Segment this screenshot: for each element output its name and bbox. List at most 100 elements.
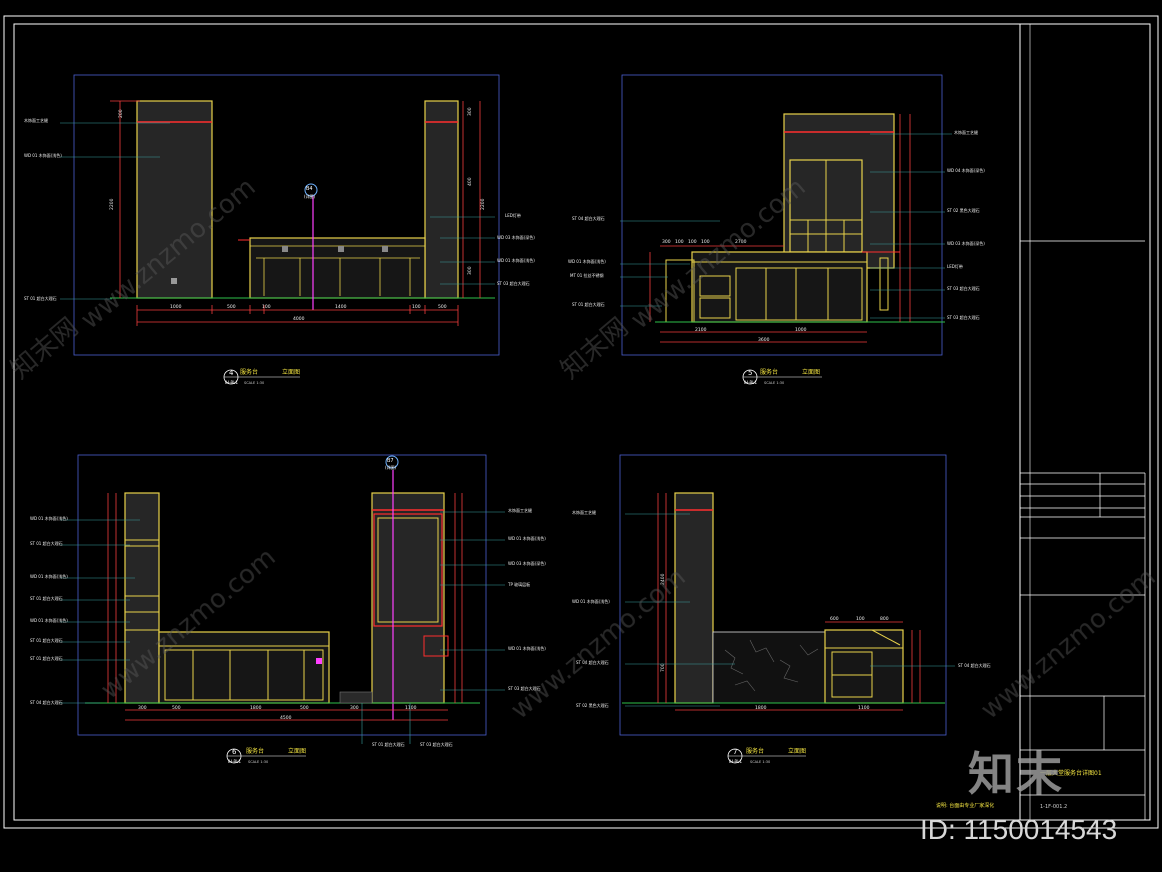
svg-text:500: 500	[438, 304, 447, 310]
svg-text:木饰面工艺缝: 木饰面工艺缝	[954, 129, 978, 135]
svg-text:立面图: 立面图	[788, 747, 806, 755]
watermark-id: ID: 1150014543	[920, 814, 1118, 845]
svg-text:ST 03 超白大理石: ST 03 超白大理石	[947, 285, 980, 291]
svg-text:100: 100	[688, 239, 697, 245]
svg-text:100: 100	[856, 616, 865, 622]
sheet-note: 说明: 台面由专业厂家深化	[936, 802, 994, 809]
tall-panel-6	[371, 492, 445, 704]
svg-text:服务台: 服务台	[760, 368, 778, 376]
svg-text:IH-BL1: IH-BL1	[744, 380, 757, 385]
svg-text:2400: 2400	[660, 573, 666, 585]
svg-text:LED灯带: LED灯带	[505, 212, 521, 218]
svg-text:2700: 2700	[735, 239, 747, 245]
svg-text:800: 800	[880, 616, 889, 622]
svg-text:4500: 4500	[280, 715, 292, 721]
svg-text:ST 02 黑色大理石: ST 02 黑色大理石	[947, 207, 980, 213]
svg-text:立面图: 立面图	[288, 747, 306, 755]
svg-text:立面图: 立面图	[802, 368, 820, 376]
svg-text:(详图): (详图)	[304, 193, 316, 199]
svg-text:B7: B7	[387, 458, 394, 464]
elevation-view-7: 1800 1100 600 100 800 2400 700 木饰面工艺缝 WD…	[572, 454, 991, 764]
marble-panel-7	[712, 631, 826, 704]
svg-text:500: 500	[172, 705, 181, 711]
viewport-7	[619, 454, 947, 736]
svg-text:SCALE 1:30: SCALE 1:30	[248, 760, 268, 764]
svg-text:1000: 1000	[170, 304, 182, 310]
svg-text:100: 100	[675, 239, 684, 245]
svg-text:TP 玻璃层板: TP 玻璃层板	[507, 581, 530, 587]
svg-text:WD 03 木饰面(深色): WD 03 木饰面(深色)	[508, 560, 546, 566]
svg-text:1000: 1000	[795, 327, 807, 333]
svg-text:服务台: 服务台	[240, 368, 258, 376]
svg-text:ST 04 超白大理石: ST 04 超白大理石	[576, 659, 609, 665]
drawing-title: 一层大堂服务台详图01	[1040, 769, 1102, 777]
svg-text:ST 03 超白大理石: ST 03 超白大理石	[947, 314, 980, 320]
svg-text:SCALE 1:30: SCALE 1:30	[764, 381, 784, 385]
svg-text:2200: 2200	[480, 198, 486, 210]
svg-text:WD 03 木饰面(深色): WD 03 木饰面(深色)	[947, 240, 985, 246]
svg-text:6: 6	[232, 748, 237, 756]
svg-text:ST 01 超白大理石: ST 01 超白大理石	[30, 595, 63, 601]
svg-text:LED灯带: LED灯带	[947, 263, 963, 269]
counter-5	[691, 251, 868, 323]
tall-panel-7	[674, 492, 714, 704]
elevation-view-4: B4 (详图) 1000 500 100 1400 100 500 4000 2…	[24, 74, 535, 385]
svg-text:2200: 2200	[109, 198, 115, 210]
svg-text:300: 300	[467, 107, 473, 116]
svg-text:ST 01 超白大理石: ST 01 超白大理石	[572, 301, 605, 307]
tall-cabinet-5	[783, 113, 895, 269]
svg-text:ST 04 超白大理石: ST 04 超白大理石	[30, 699, 63, 705]
svg-text:1800: 1800	[755, 705, 767, 711]
svg-text:立面图: 立面图	[282, 368, 300, 376]
svg-text:ST 02 黑色大理石: ST 02 黑色大理石	[576, 702, 609, 708]
watermark-logo: 知末	[968, 747, 1064, 801]
svg-text:ST 03 超白大理石: ST 03 超白大理石	[508, 685, 541, 691]
svg-text:1100: 1100	[405, 705, 417, 711]
svg-text:木饰面工艺缝: 木饰面工艺缝	[508, 507, 532, 513]
svg-text:ST 03 超白大理石: ST 03 超白大理石	[420, 741, 453, 747]
viewport-5	[621, 74, 943, 356]
elevation-view-6: B7 (详图) 300 500 1800 500 300 1100 4500	[30, 454, 546, 764]
svg-text:WD 01 木饰面(浅色): WD 01 木饰面(浅色)	[497, 257, 535, 263]
svg-text:MT 01 拉丝不锈钢: MT 01 拉丝不锈钢	[570, 272, 604, 278]
svg-text:SCALE 1:30: SCALE 1:30	[244, 381, 264, 385]
svg-text:WD 01 木饰面(浅色): WD 01 木饰面(浅色)	[508, 535, 546, 541]
svg-text:WD 04 木饰面(深色): WD 04 木饰面(深色)	[947, 167, 985, 173]
svg-text:知末网: 知末网	[5, 312, 84, 385]
svg-text:SCALE 1:30: SCALE 1:30	[750, 760, 770, 764]
svg-text:木饰面工艺缝: 木饰面工艺缝	[572, 509, 596, 515]
svg-text:100: 100	[262, 304, 271, 310]
view-title-6: 6 IH-BL1 服务台 立面图 SCALE 1:30	[226, 747, 306, 764]
svg-text:知末网: 知末网	[555, 312, 634, 385]
svg-text:500: 500	[300, 705, 309, 711]
counter-4	[249, 237, 426, 299]
svg-text:300: 300	[138, 705, 147, 711]
tall-panel-left	[136, 100, 213, 299]
title-block-grid	[1020, 240, 1146, 820]
watermark-diagonal: www.znzmo.com www.znzmo.com www.znzmo.co…	[5, 172, 1161, 725]
svg-text:ST 03 超白大理石: ST 03 超白大理石	[497, 280, 530, 286]
svg-text:ST 01 超白大理石: ST 01 超白大理石	[372, 741, 405, 747]
svg-text:4000: 4000	[293, 316, 305, 322]
svg-text:服务台: 服务台	[746, 747, 764, 755]
svg-text:ST 04 超白大理石: ST 04 超白大理石	[958, 662, 991, 668]
svg-text:WD 01 木饰面(浅色): WD 01 木饰面(浅色)	[30, 515, 68, 521]
drawing-number: 1-1F-001.2	[1040, 804, 1067, 810]
svg-text:1400: 1400	[335, 304, 347, 310]
svg-text:ST 01 超白大理石: ST 01 超白大理石	[30, 637, 63, 643]
svg-text:5: 5	[748, 369, 752, 377]
svg-text:ST 04 超白大理石: ST 04 超白大理石	[572, 215, 605, 221]
svg-text:1100: 1100	[858, 705, 870, 711]
svg-text:100: 100	[412, 304, 421, 310]
sheet-border-inner	[13, 23, 1151, 821]
svg-text:ST 01 超白大理石: ST 01 超白大理石	[24, 295, 57, 301]
svg-text:3600: 3600	[758, 337, 770, 343]
svg-text:www.znzmo.com: www.znzmo.com	[975, 562, 1161, 725]
svg-text:7: 7	[733, 748, 737, 756]
sheet-border-outer	[3, 15, 1159, 829]
viewport-6	[77, 454, 487, 736]
svg-text:500: 500	[227, 304, 236, 310]
view-title-4: 4 IH-BL1 服务台 立面图 SCALE 1:30	[223, 368, 300, 385]
section-mark-4: B4	[306, 186, 313, 192]
